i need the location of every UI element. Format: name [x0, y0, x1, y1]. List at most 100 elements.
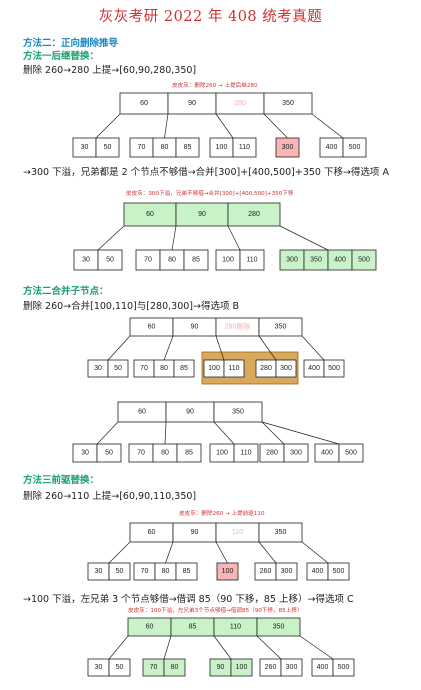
leaf-key-cell — [176, 443, 202, 463]
predecessor-heading: 方法三前驱替换： — [23, 475, 100, 486]
tree-link — [171, 225, 177, 251]
tree-link — [165, 541, 174, 564]
root-key-cell — [263, 92, 313, 115]
leaf-key-cell — [275, 562, 298, 581]
leaf-key: 400 — [326, 144, 338, 151]
predecessor-step: 删除 260→110 上提→[60,90,110,350] — [23, 491, 197, 502]
leaf-key: 500 — [333, 568, 345, 575]
tree-link — [107, 335, 131, 361]
tree-link — [299, 635, 334, 660]
method-two-heading: 方法二：正向删除推导 — [23, 38, 119, 49]
leaf-key: 500 — [358, 257, 370, 264]
leaf-key: 30 — [81, 450, 89, 457]
leaf-key-cell — [233, 443, 259, 463]
leaf-key: 100 — [216, 450, 228, 457]
leaf-key: 300 — [281, 568, 293, 575]
leaf-key: 280 — [266, 450, 278, 457]
leaf-key: 85 — [192, 257, 200, 264]
merge-heading: 方法二合并子节点： — [23, 286, 109, 297]
root-key-cell — [258, 522, 303, 543]
successor-step: 删除 260→280 上提→[60,90,280,350] — [23, 65, 197, 76]
tree-link — [163, 635, 172, 660]
leaf-key: 50 — [105, 450, 113, 457]
tree-link — [263, 113, 288, 139]
tree-link — [97, 225, 125, 251]
merge-step: 删除 260→合并[100,110]与[280,300]→得选项 B — [23, 301, 240, 312]
leaf-key: 400 — [334, 257, 346, 264]
leaf-key: 500 — [338, 664, 350, 671]
leaf-key: 110 — [239, 144, 250, 151]
leaf-key: 400 — [317, 664, 329, 671]
root-key: 350 — [282, 100, 294, 107]
tree-link — [108, 635, 129, 660]
leaf-key-cell — [183, 249, 209, 271]
leaf-key: 100 — [222, 257, 234, 264]
leaf-key: 300 — [286, 257, 298, 264]
leaf-key-cell — [95, 137, 120, 158]
leaf-key: 80 — [162, 568, 170, 575]
tree-link — [108, 541, 131, 564]
root-key-cell — [256, 617, 301, 637]
note-successor: 皮皮灰：删除260 → 上提后继280 — [172, 83, 258, 89]
leaf-key-cell — [232, 137, 257, 158]
successor-heading: 方法一后继替换： — [23, 51, 100, 62]
note-predecessor: 皮皮灰：删除260 → 上提前驱110 — [179, 511, 265, 517]
leaf-key: 70 — [138, 144, 146, 151]
root-key: 90 — [186, 409, 194, 416]
tree-link — [213, 421, 235, 445]
leaf-key-cell — [97, 249, 123, 271]
overflow-text: →300 下溢，兄弟都是 2 个节点不够借→合并[300]+[400,500]+… — [23, 167, 389, 178]
tree-link — [279, 225, 329, 251]
tree-link — [301, 541, 329, 564]
leaf-key: 500 — [345, 450, 357, 457]
root-key-cell — [213, 401, 263, 423]
leaf-key: 50 — [104, 144, 112, 151]
tree-link — [301, 335, 325, 361]
leaf-key: 50 — [116, 568, 124, 575]
leaf-key-cell — [323, 359, 345, 378]
leaf-key-cell — [175, 562, 198, 581]
leaf-key: 80 — [160, 365, 168, 372]
leaf-key: 70 — [150, 664, 158, 671]
leaf-key-cell — [223, 359, 245, 378]
leaf-key-cell — [108, 562, 131, 581]
leaf-key: 70 — [140, 365, 148, 372]
leaf-key: 100 — [216, 144, 228, 151]
leaf-key: 85 — [183, 568, 191, 575]
root-key: 90 — [188, 100, 196, 107]
leaf-key-cell — [175, 137, 200, 158]
leaf-key: 100 — [236, 664, 248, 671]
page-title: 灰灰考研 2022 年 408 统考真题 — [98, 9, 323, 25]
leaf-key: 400 — [308, 365, 320, 372]
leaf-key: 30 — [95, 664, 103, 671]
root-key: 280 — [234, 100, 246, 107]
tree-link — [95, 113, 121, 139]
tree-link — [96, 421, 119, 445]
leaf-key: 500 — [349, 144, 361, 151]
leaf-key: 260 — [260, 568, 272, 575]
leaf-key: 70 — [141, 568, 149, 575]
leaf-key-cell — [327, 562, 350, 581]
root-key: 350 — [232, 409, 244, 416]
leaf-key: 100 — [222, 568, 234, 575]
leaf-key-cell — [230, 658, 253, 677]
tree-link — [164, 421, 167, 445]
leaf-key: 30 — [94, 365, 102, 372]
tree-link — [256, 635, 282, 660]
leaf-key: 30 — [95, 568, 103, 575]
tree-link — [227, 225, 241, 251]
root-key-cell — [227, 202, 281, 227]
root-key-cell — [258, 317, 303, 337]
leaf-key: 110 — [240, 450, 251, 457]
leaf-key: 400 — [321, 450, 333, 457]
note-merge: 皮皮灰：300下溢，兄弟不够借→合并[300]+[400,500]+350下移 — [126, 191, 294, 197]
root-key: 60 — [146, 211, 154, 218]
tree-link — [215, 113, 234, 139]
leaf-key-cell — [275, 359, 297, 378]
leaf-key: 85 — [180, 365, 188, 372]
leaf-key: 80 — [171, 664, 179, 671]
leaf-key-cell — [283, 443, 309, 463]
tree-link — [213, 635, 232, 660]
leaf-key-cell — [173, 359, 195, 378]
